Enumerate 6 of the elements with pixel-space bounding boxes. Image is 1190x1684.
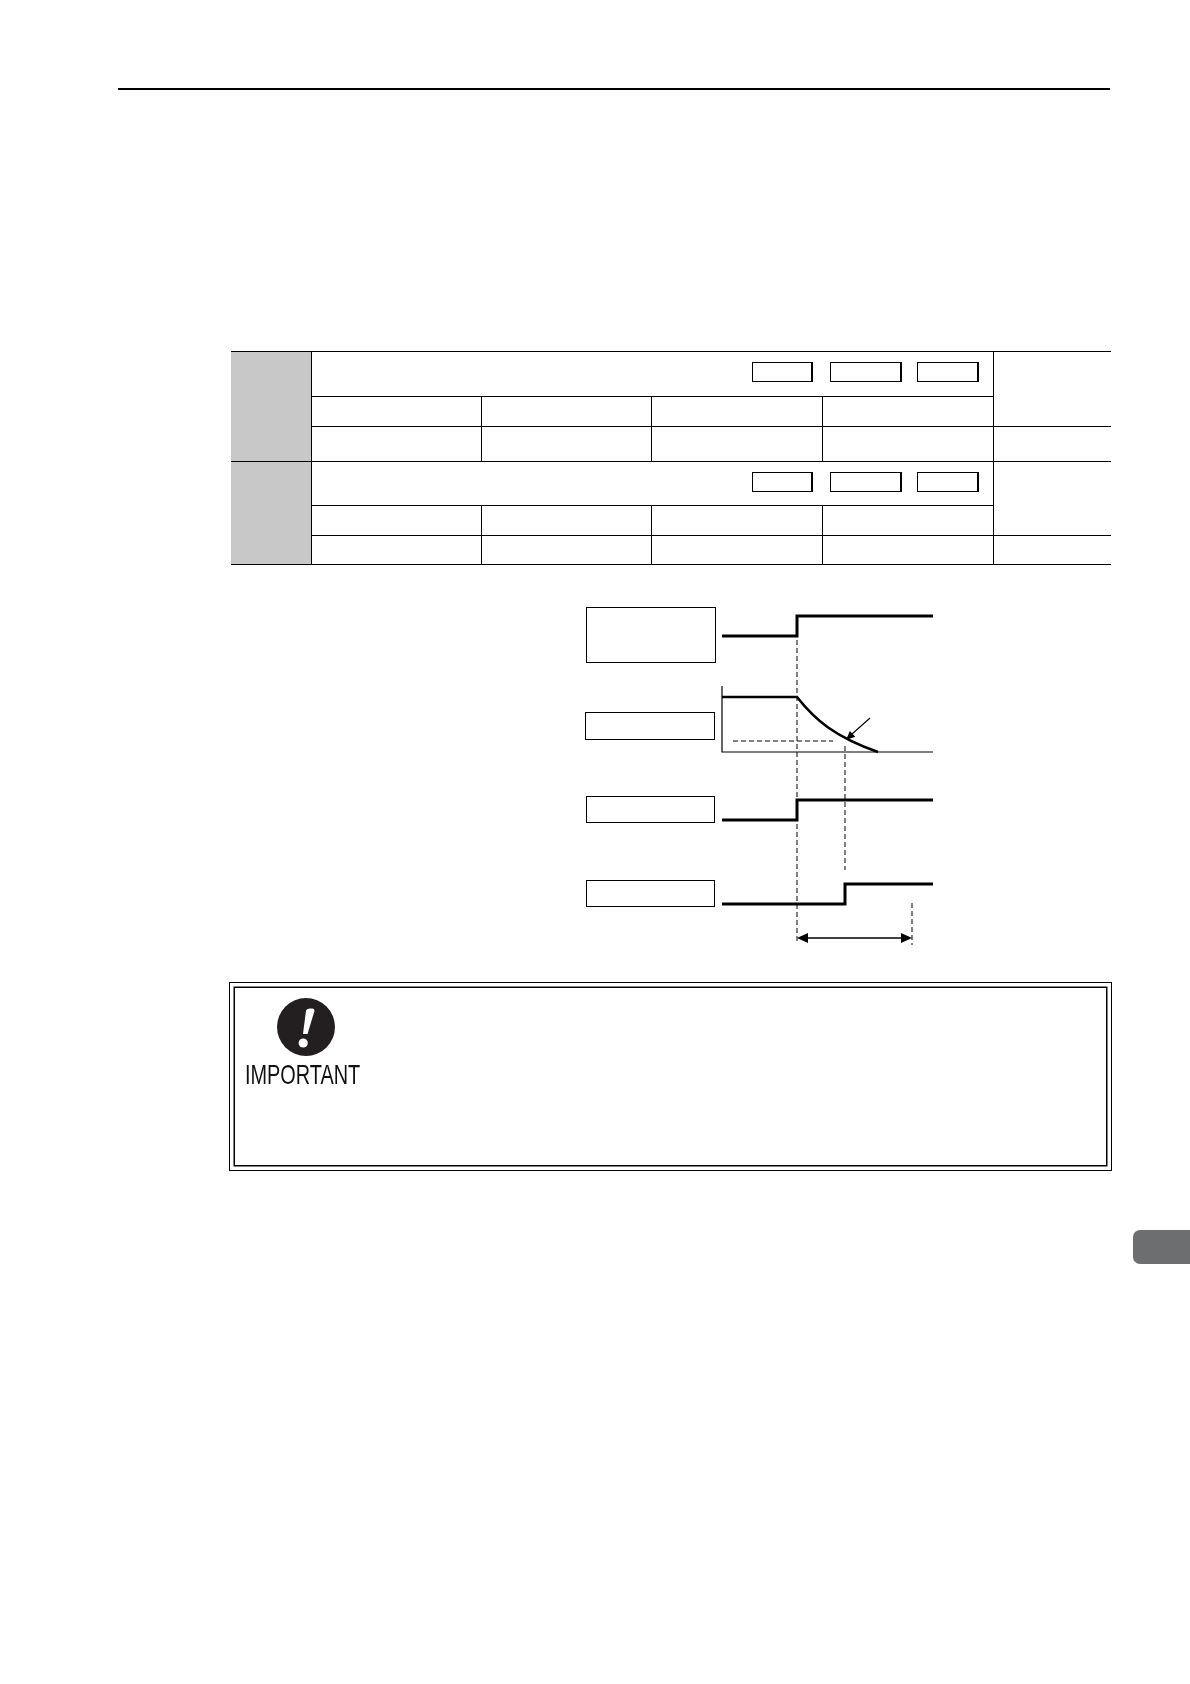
important-label: IMPORTANT <box>245 1061 361 1089</box>
signal-label-box <box>585 712 715 740</box>
signal-label-box <box>586 607 716 663</box>
signal-label-box <box>586 880 715 907</box>
signal-label-box <box>586 796 715 823</box>
note-box <box>229 982 1112 1171</box>
